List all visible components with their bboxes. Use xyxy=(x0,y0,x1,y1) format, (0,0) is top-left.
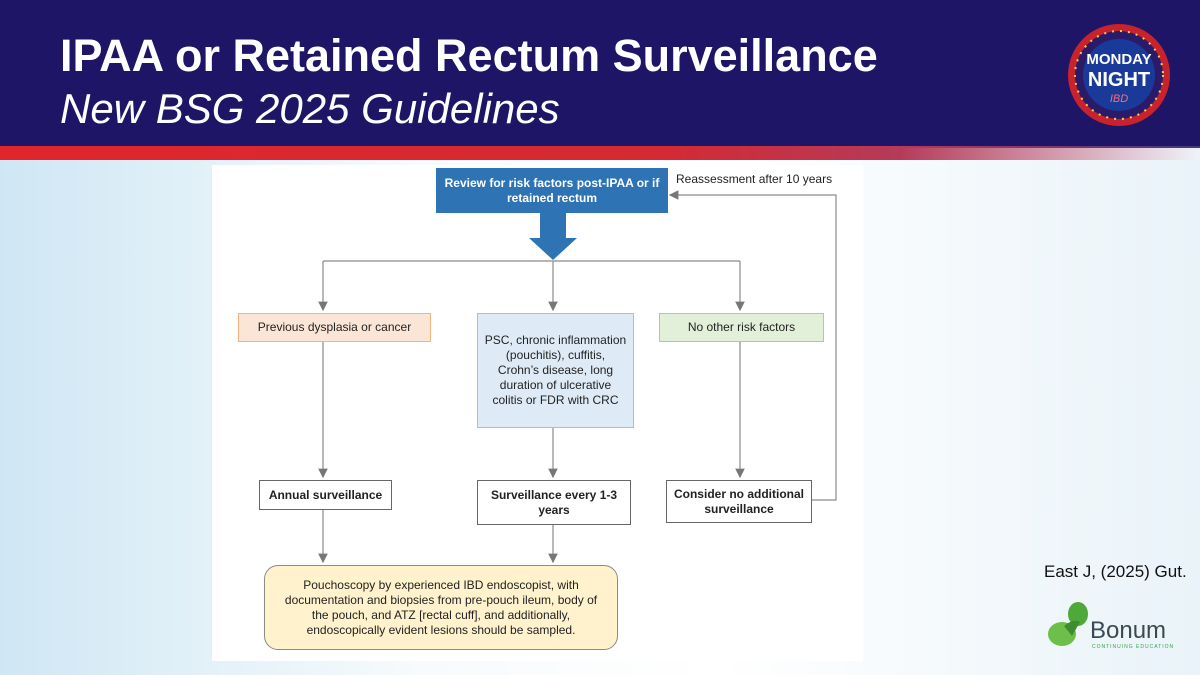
slide-subtitle: New BSG 2025 Guidelines xyxy=(60,85,560,132)
outcome-left-text: Annual surveillance xyxy=(268,487,383,502)
outcome-left-box: Annual surveillance xyxy=(259,480,392,510)
branch-right-text: No other risk factors xyxy=(687,320,796,334)
header-bar xyxy=(0,0,1200,148)
branch-mid-text: PSC, chronic inflammation (pouchitis), c… xyxy=(484,333,627,407)
bonum-logo-tagline: CONTINUING EDUCATION xyxy=(1092,644,1175,650)
monday-night-ibd-logo: MONDAY NIGHT IBD xyxy=(1068,24,1170,126)
logo-text-bottom: IBD xyxy=(1110,93,1128,105)
branch-left-text: Previous dysplasia or cancer xyxy=(257,320,412,334)
logo-text-top: MONDAY xyxy=(1086,51,1151,68)
final-text: Pouchoscopy by experienced IBD endoscopi… xyxy=(284,577,598,637)
main-down-arrow xyxy=(529,213,577,260)
reassessment-loop xyxy=(668,190,837,501)
outcome-mid-box: Surveillance every 1-3 years xyxy=(477,480,631,525)
bonum-logo-icon xyxy=(1048,602,1088,646)
citation: East J, (2025) Gut. xyxy=(1044,562,1187,581)
loop-label: Reassessment after 10 years xyxy=(676,172,832,186)
header-accent-stripe xyxy=(0,146,1200,160)
branch-left-box: Previous dysplasia or cancer xyxy=(238,313,431,342)
logo-text-main: NIGHT xyxy=(1088,69,1150,91)
branch-right-box: No other risk factors xyxy=(659,313,824,342)
outcome-right-box: Consider no additional surveillance xyxy=(666,480,812,523)
bonum-logo-text: Bonum xyxy=(1090,617,1167,644)
branch-mid-box: PSC, chronic inflammation (pouchitis), c… xyxy=(477,313,634,428)
final-box: Pouchoscopy by experienced IBD endoscopi… xyxy=(264,565,618,650)
outcome-right-text: Consider no additional surveillance xyxy=(673,486,804,516)
slide-title: IPAA or Retained Rectum Surveillance xyxy=(60,30,878,81)
start-box: Review for risk factors post-IPAA or if … xyxy=(436,168,668,213)
outcome-mid-text: Surveillance every 1-3 years xyxy=(490,487,618,517)
start-box-text: Review for risk factors post-IPAA or if … xyxy=(444,175,660,205)
